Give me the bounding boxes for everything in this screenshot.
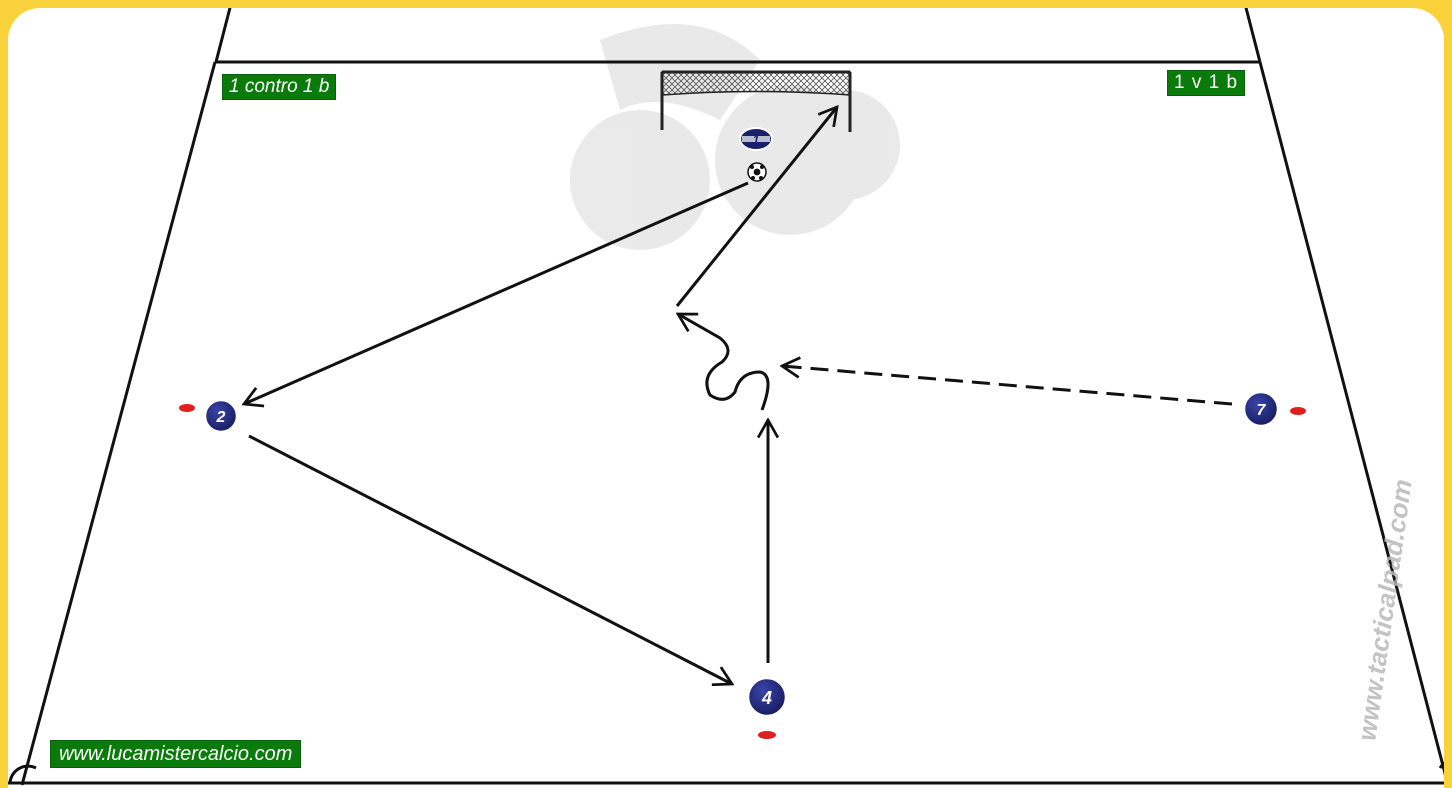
goalkeeper-number: 1 <box>753 133 760 147</box>
dribble-zigzag <box>678 314 770 411</box>
background-emblem <box>570 24 900 250</box>
cones <box>179 404 1306 739</box>
cone-icon <box>179 404 195 412</box>
goal-net-icon <box>660 70 852 132</box>
player-number: 7 <box>1257 402 1267 419</box>
shot-arrow <box>675 107 837 307</box>
player-2: 2 <box>203 398 239 434</box>
player-number: 4 <box>761 688 772 708</box>
player-marker-icon <box>203 398 239 434</box>
goalkeeper-marker: 1 <box>739 127 773 151</box>
pass-arrow-ball-to-2 <box>244 181 749 404</box>
pitch-left-line <box>20 61 217 786</box>
player-7: 7 <box>1242 390 1280 428</box>
corner-arc-left <box>8 764 37 784</box>
cone-icon <box>1290 407 1306 415</box>
player-4: 4 <box>746 676 788 718</box>
cone-icon <box>758 731 776 739</box>
drill-title-italian: 1 contro 1 b <box>222 74 337 100</box>
soccer-ball-icon <box>747 162 767 182</box>
upper-left-line <box>214 0 234 63</box>
drill-title-english: 1 v 1 b <box>1167 70 1246 96</box>
pitch-right-line <box>1258 61 1450 786</box>
player-number: 2 <box>216 409 226 426</box>
movement-arrows <box>244 107 1233 684</box>
upper-right-line <box>1242 0 1262 63</box>
defender-run-arrow-7 <box>782 366 1233 406</box>
player-marker-icon <box>1242 390 1280 428</box>
player-marker-icon <box>746 676 788 718</box>
website-label: www.lucamistercalcio.com <box>50 740 302 768</box>
pass-arrow-2-to-4 <box>248 434 732 684</box>
